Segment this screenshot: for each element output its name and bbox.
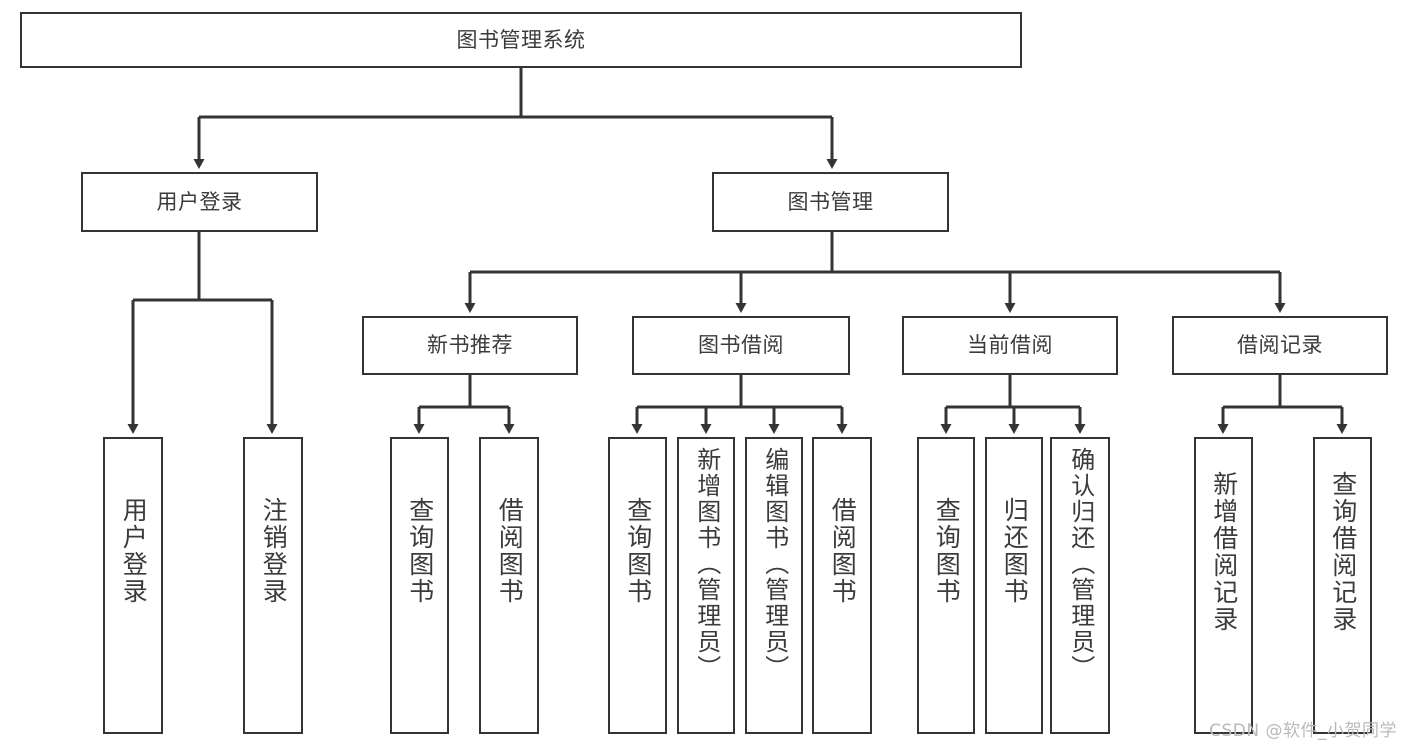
node-new-book-recommend[interactable]: 新书推荐 [362,316,578,375]
leaf-borrow-book[interactable]: 借阅图书 [812,437,872,734]
leaf-logout[interactable]: 注销登录 [243,437,303,734]
leaf-query-borrow-record[interactable]: 查询借阅记录 [1313,437,1372,734]
node-label: 编辑图书（管理员） [760,447,789,681]
node-root-book-management-system[interactable]: 图书管理系统 [20,12,1022,68]
node-label: 注销登录 [259,497,289,605]
leaf-add-borrow-record[interactable]: 新增借阅记录 [1194,437,1253,734]
leaf-borrow-book-recommend[interactable]: 借阅图书 [479,437,539,734]
node-label: 用户登录 [119,497,149,605]
leaf-user-login[interactable]: 用户登录 [103,437,163,734]
node-label: 查询图书 [405,497,435,605]
leaf-query-book-borrow[interactable]: 查询图书 [608,437,667,734]
leaf-query-book-current[interactable]: 查询图书 [917,437,975,734]
leaf-return-book[interactable]: 归还图书 [985,437,1043,734]
node-label: 借阅记录 [1237,333,1323,358]
node-label: 借阅图书 [828,497,858,605]
node-label: 查询借阅记录 [1328,471,1358,633]
node-label: 归还图书 [1000,497,1030,605]
leaf-confirm-return-admin[interactable]: 确认归还（管理员） [1050,437,1110,734]
node-current-borrow[interactable]: 当前借阅 [902,316,1118,375]
node-label: 查询图书 [623,497,653,605]
csdn-watermark: CSDN @软件_小贺同学 [1209,721,1397,741]
node-label: 当前借阅 [967,333,1053,358]
node-book-management[interactable]: 图书管理 [712,172,949,232]
node-label: 新书推荐 [427,333,513,358]
node-label: 用户登录 [156,189,243,214]
node-label: 确认归还（管理员） [1066,447,1095,681]
node-label: 新增图书（管理员） [692,447,721,681]
node-label: 图书管理系统 [456,27,586,52]
node-label: 新增借阅记录 [1209,471,1239,633]
leaf-query-book-recommend[interactable]: 查询图书 [390,437,449,734]
node-label: 图书借阅 [698,333,784,358]
node-label: 借阅图书 [495,497,525,605]
leaf-add-book-admin[interactable]: 新增图书（管理员） [677,437,735,734]
node-label: 图书管理 [787,189,874,214]
node-book-borrow[interactable]: 图书借阅 [632,316,850,375]
node-user-login[interactable]: 用户登录 [81,172,318,232]
node-borrow-record[interactable]: 借阅记录 [1172,316,1388,375]
leaf-edit-book-admin[interactable]: 编辑图书（管理员） [745,437,803,734]
node-label: 查询图书 [932,497,962,605]
